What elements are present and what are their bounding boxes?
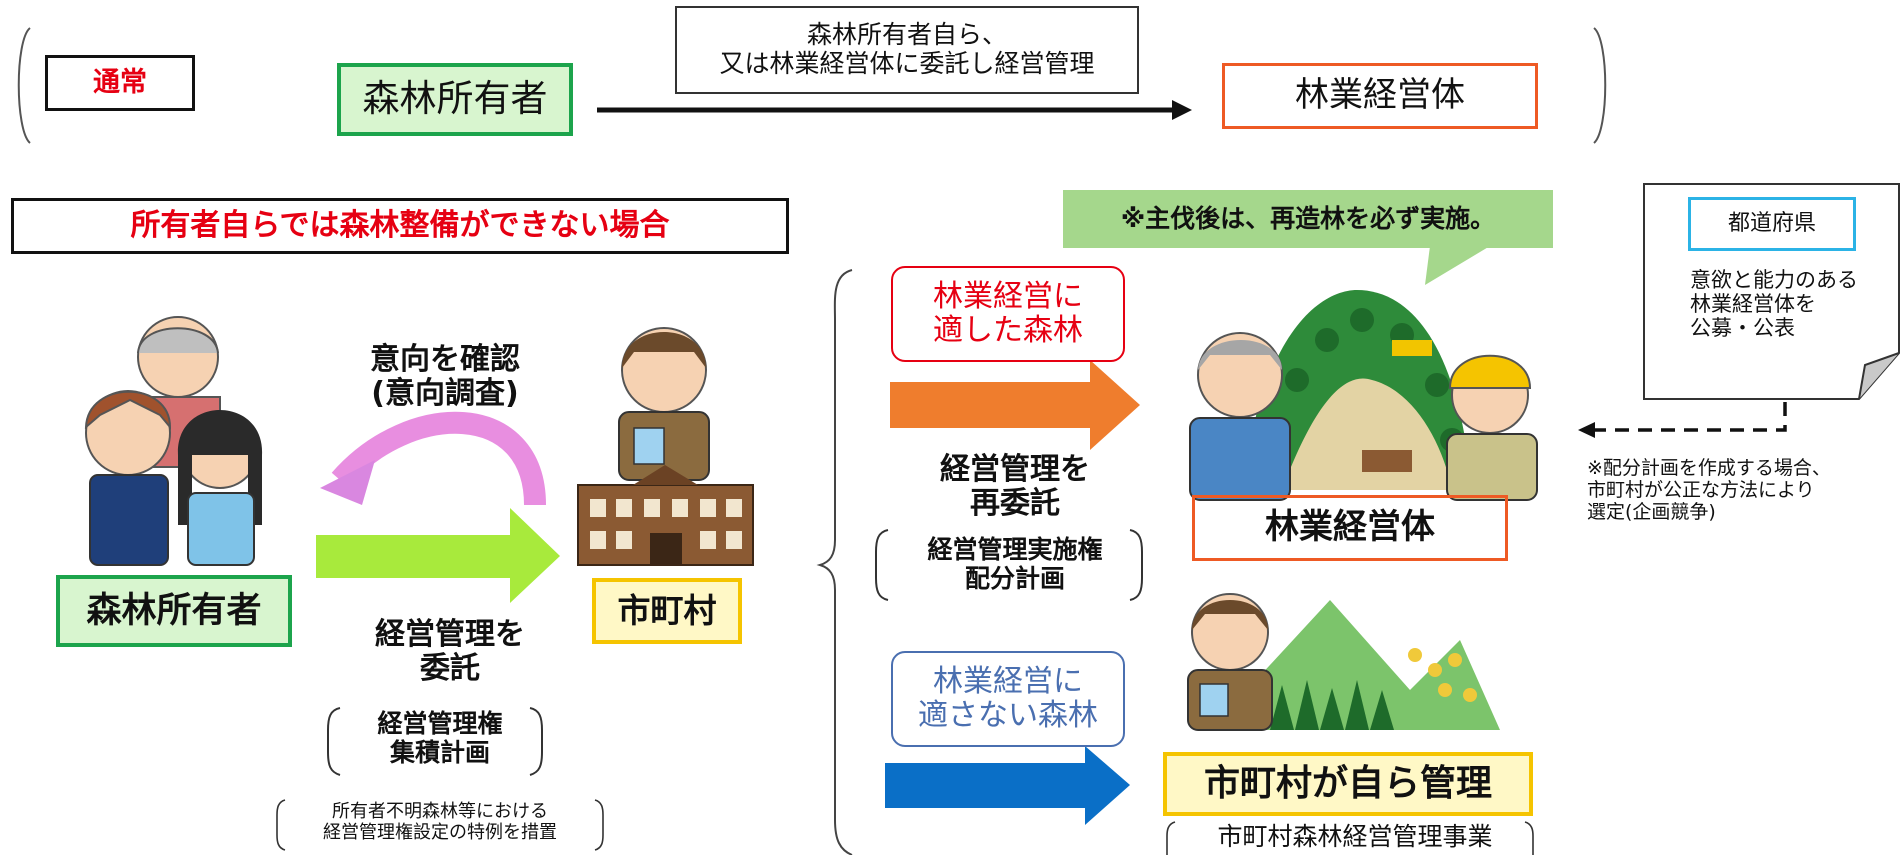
normal-case-tag: 通常	[45, 55, 195, 111]
prefecture-title: 都道府県	[1688, 197, 1856, 251]
workers-illustration	[1189, 332, 1538, 501]
forest-owner-box: 森林所有者	[56, 575, 292, 647]
rights-allocation-plan: 経営管理実施権 配分計画	[927, 535, 1103, 593]
top-paren-left	[17, 27, 31, 144]
special-measures-note: 所有者不明森林等における 経営管理権設定の特例を措置	[323, 801, 557, 843]
municipality-box: 市町村	[592, 578, 742, 644]
document-icon	[1643, 183, 1900, 400]
recommission-label: 経営管理を 再委託	[940, 451, 1090, 521]
rights-accumulation-plan: 経営管理権 集積計画	[377, 709, 503, 767]
family-illustration	[84, 316, 263, 566]
prefecture-description: 意欲と能力のある 林業経営体を 公募・公表	[1690, 268, 1858, 341]
municipality-self-management-box: 市町村が自ら管理	[1163, 752, 1533, 816]
replanting-note: ※主伐後は、再造林を必ず実施。	[1063, 190, 1553, 248]
prefecture-dashed-arrow	[1590, 402, 1787, 432]
forest-illustration	[1187, 593, 1500, 731]
town-hall-illustration	[577, 465, 754, 566]
note-tail	[1425, 246, 1490, 285]
municipal-forest-project: 市町村森林経営管理事業	[1217, 822, 1493, 852]
right-brace	[816, 269, 853, 855]
commission-label: 経営管理を 委託	[375, 616, 525, 686]
forestry-site-illustration	[1242, 290, 1472, 490]
normal-case-description: 森林所有者自ら、 又は林業経営体に委託し経営管理	[675, 6, 1139, 94]
intent-curved-arrow	[331, 411, 546, 506]
forestry-operator-box-top: 林業経営体	[1222, 63, 1538, 129]
suitable-forest-tag: 林業経営に 適した森林	[891, 266, 1125, 362]
forest-owner-box-top: 森林所有者	[337, 63, 573, 136]
self-manage-arrow	[885, 746, 1130, 825]
top-paren-right	[1593, 27, 1607, 144]
forestry-operator-box: 林業経営体	[1192, 495, 1508, 561]
recommission-arrow	[890, 360, 1140, 450]
intent-survey-label: 意向を確認 (意向調査)	[370, 341, 520, 411]
case-title: 所有者自らでは森林整備ができない場合	[11, 198, 789, 254]
official-illustration	[618, 327, 710, 481]
unsuitable-forest-tag: 林業経営に 適さない森林	[891, 651, 1125, 747]
commission-arrow	[316, 508, 560, 603]
selection-method-note: ※配分計画を作成する場合、 市町村が公正な方法により 選定(企画競争)	[1587, 457, 1831, 523]
